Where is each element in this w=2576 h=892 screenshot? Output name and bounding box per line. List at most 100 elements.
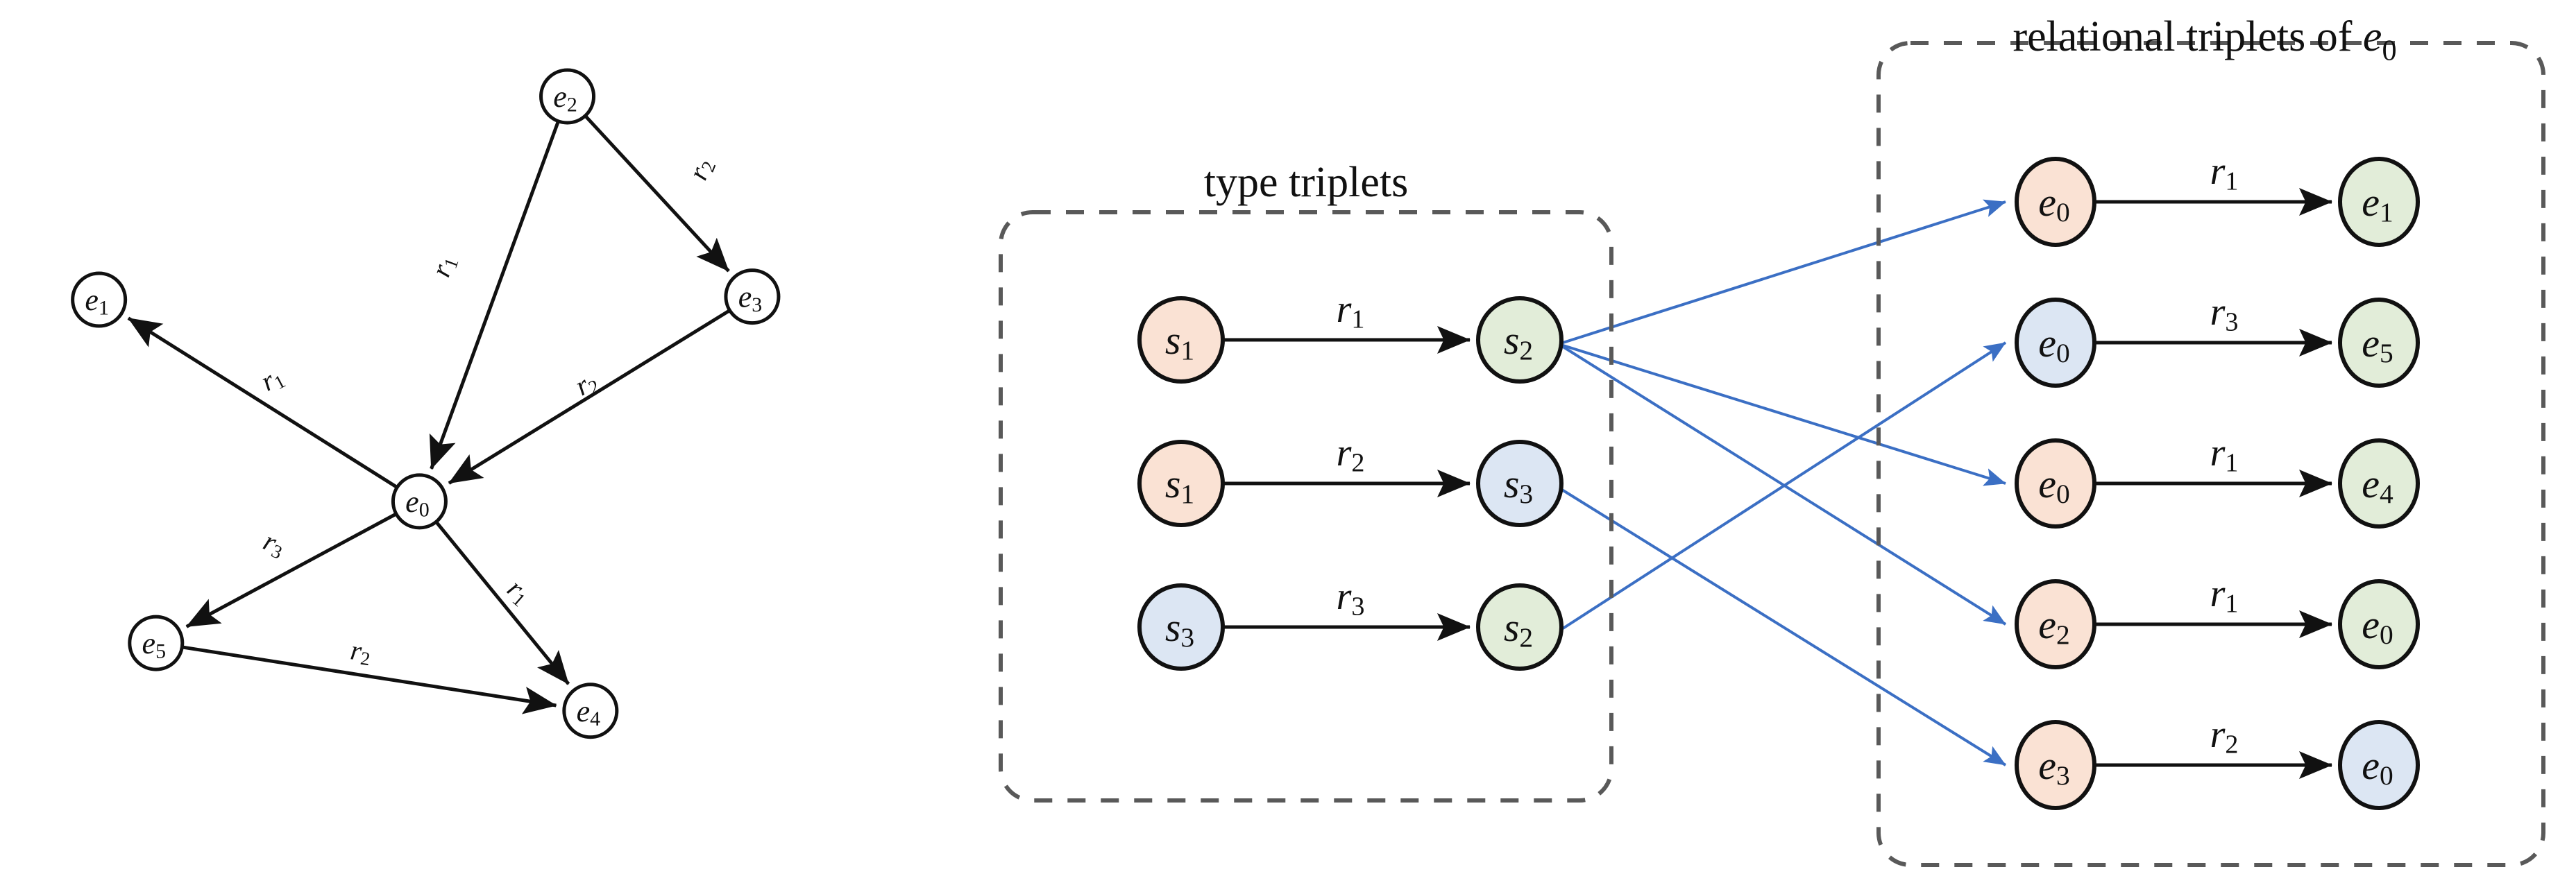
kg-node-e0[interactable] xyxy=(391,473,448,530)
relational-tail-label-r3: e0 xyxy=(2362,602,2393,651)
relational-tail-label-r1: e5 xyxy=(2362,320,2393,369)
kg-node-label-e5-text: e5 xyxy=(142,626,166,662)
relational-triplet-row: e0 r1 e1 xyxy=(2015,150,2420,247)
relational-triplet-row: e0 r3 e5 xyxy=(2015,291,2420,388)
relational-title-entity-sub: 0 xyxy=(2382,34,2397,67)
relational-head-label-r1-text: e0 xyxy=(2038,320,2069,369)
type-triplet-row: s1 r1 s2 xyxy=(1137,288,1564,384)
type-head-label-r2: s3 xyxy=(1165,605,1194,653)
kg-edge-e0-e1 xyxy=(127,316,398,489)
kg-node-label-e1: e1 xyxy=(85,283,108,319)
type-tail-label-r2: s2 xyxy=(1504,605,1533,653)
kg-node-label-e3-text: e3 xyxy=(738,280,762,316)
relational-tail-node-e4-r2[interactable] xyxy=(2338,438,2420,529)
relational-tail-label-r0-text: e1 xyxy=(2362,180,2393,228)
type-to-relation-link-group xyxy=(1557,199,2007,766)
kg-edge-e2-e0 xyxy=(429,120,560,470)
type-relation-label-r1: r2 xyxy=(1337,431,1365,478)
type-tail-label-r1-text: s3 xyxy=(1504,461,1533,510)
type-relation-label-r2-text: r3 xyxy=(1337,575,1365,621)
kg-edge-label-e0-e5-text: r3 xyxy=(258,524,290,563)
kg-edge-label-e0-e1: r1 xyxy=(255,360,289,399)
kg-node-label-e2-text: e2 xyxy=(553,80,577,116)
kg-node-e1[interactable] xyxy=(71,271,128,328)
relational-tail-node-e0-r4[interactable] xyxy=(2338,720,2420,810)
relational-relation-label-r1-text: r3 xyxy=(2210,291,2239,337)
kg-node-e5[interactable] xyxy=(128,615,185,671)
relational-tail-label-r4-text: e0 xyxy=(2362,743,2393,791)
relational-triplet-row: e0 r1 e4 xyxy=(2015,431,2420,529)
kg-edge-e5-e4 xyxy=(181,645,557,714)
kg-edge-group xyxy=(127,114,731,714)
kg-node-e2[interactable] xyxy=(539,68,596,125)
type-relation-label-r2: r3 xyxy=(1337,575,1365,621)
type-relation-label-r0: r1 xyxy=(1337,288,1365,334)
kg-edge-e0-e4 xyxy=(434,520,570,685)
type-tail-label-r0-text: s2 xyxy=(1504,318,1533,366)
kg-edge-label-e5-e4-text: r2 xyxy=(348,634,373,669)
relational-head-label-r2: e0 xyxy=(2038,461,2069,510)
kg-edge-label-e0-e5: r3 xyxy=(258,524,290,563)
kg-edge-label-e0-e1-text: r1 xyxy=(255,360,289,399)
relational-tail-label-r2: e4 xyxy=(2362,461,2393,510)
kg-node-e3[interactable] xyxy=(724,268,781,325)
relational-tail-label-r3-text: e0 xyxy=(2362,602,2393,651)
relational-head-label-r0-text: e0 xyxy=(2038,180,2069,228)
kg-edge-label-e2-e3-text: r2 xyxy=(681,153,720,185)
type-tail-node-s3-r1[interactable] xyxy=(1476,440,1564,527)
relational-triplet-row: e2 r1 e0 xyxy=(2015,572,2420,669)
type-triplets-title: type triplets xyxy=(1203,159,1409,206)
kg-node-label-e4: e4 xyxy=(577,694,601,730)
type-tail-node-s2-r2[interactable] xyxy=(1476,583,1564,671)
type-head-label-r1-text: s1 xyxy=(1165,461,1194,510)
mapping-link-2-to-1 xyxy=(1557,341,2007,633)
kg-edge-e2-e3 xyxy=(584,114,730,273)
relational-tail-label-r2-text: e4 xyxy=(2362,461,2393,510)
relational-tail-label-r1-text: e5 xyxy=(2362,320,2393,369)
relational-relation-label-r0-text: r1 xyxy=(2210,150,2239,196)
type-triplets-rows: s1 r1 s2 s1 r2 s3 s3 r3 s2 xyxy=(1137,288,1564,671)
kg-edge-e0-e5 xyxy=(185,512,398,628)
type-head-label-r0: s1 xyxy=(1165,318,1194,366)
mapping-link-0-to-2 xyxy=(1558,343,2006,486)
relational-relation-label-r4: r2 xyxy=(2210,713,2239,760)
relational-relation-label-r0: r1 xyxy=(2210,150,2239,196)
kg-edge-label-e3-e0: r2 xyxy=(570,364,603,403)
type-relation-label-r1-text: r2 xyxy=(1337,431,1365,478)
type-tail-node-s2-r0[interactable] xyxy=(1476,296,1564,384)
relational-triplets-dashed-box xyxy=(1876,41,2545,867)
relational-head-label-r3: e2 xyxy=(2038,602,2069,651)
relational-head-label-r4-text: e3 xyxy=(2038,743,2069,791)
relational-relation-label-r3-text: r1 xyxy=(2210,572,2239,619)
relational-head-label-r3-text: e2 xyxy=(2038,602,2069,651)
relational-tail-node-e0-r3[interactable] xyxy=(2338,579,2420,669)
kg-edge-label-e2-e0-text: r1 xyxy=(425,251,463,282)
relational-relation-label-r1: r3 xyxy=(2210,291,2239,337)
kg-edge-label-e2-e3: r2 xyxy=(681,153,720,185)
mapping-link-0-to-3 xyxy=(1557,343,2007,626)
relational-tail-node-e1-r0[interactable] xyxy=(2338,157,2420,247)
relational-head-label-r0: e0 xyxy=(2038,180,2069,228)
mapping-link-0-to-0 xyxy=(1558,199,2006,345)
type-triplet-row: s1 r2 s3 xyxy=(1137,431,1564,527)
kg-node-label-e1-text: e1 xyxy=(85,283,108,319)
type-triplets-dashed-box xyxy=(999,210,1613,803)
type-head-label-r2-text: s3 xyxy=(1165,605,1194,653)
relational-relation-label-r2: r1 xyxy=(2210,431,2239,478)
kg-node-label-e0-text: e0 xyxy=(405,484,429,520)
kg-node-label-e2: e2 xyxy=(553,80,577,116)
type-triplet-row: s3 r3 s2 xyxy=(1137,575,1564,671)
kg-node-e4[interactable] xyxy=(562,683,619,739)
type-tail-label-r2-text: s2 xyxy=(1504,605,1533,653)
kg-edge-label-e3-e0-text: r2 xyxy=(570,364,603,403)
relational-tail-node-e5-r1[interactable] xyxy=(2338,298,2420,388)
kg-node-label-e0: e0 xyxy=(405,484,429,520)
relational-title-prefix: relational triplets of xyxy=(2012,13,2363,60)
relational-tail-label-r0: e1 xyxy=(2362,180,2393,228)
mapping-link-1-to-4 xyxy=(1557,486,2007,766)
kg-edge-e3-e0 xyxy=(448,309,731,485)
kg-node-label-e5: e5 xyxy=(142,626,166,662)
relational-triplets-rows: e0 r1 e1 e0 r3 e5 e0 r1 e4 e2 r1 e0 e3 r2 e0 xyxy=(2015,150,2420,810)
